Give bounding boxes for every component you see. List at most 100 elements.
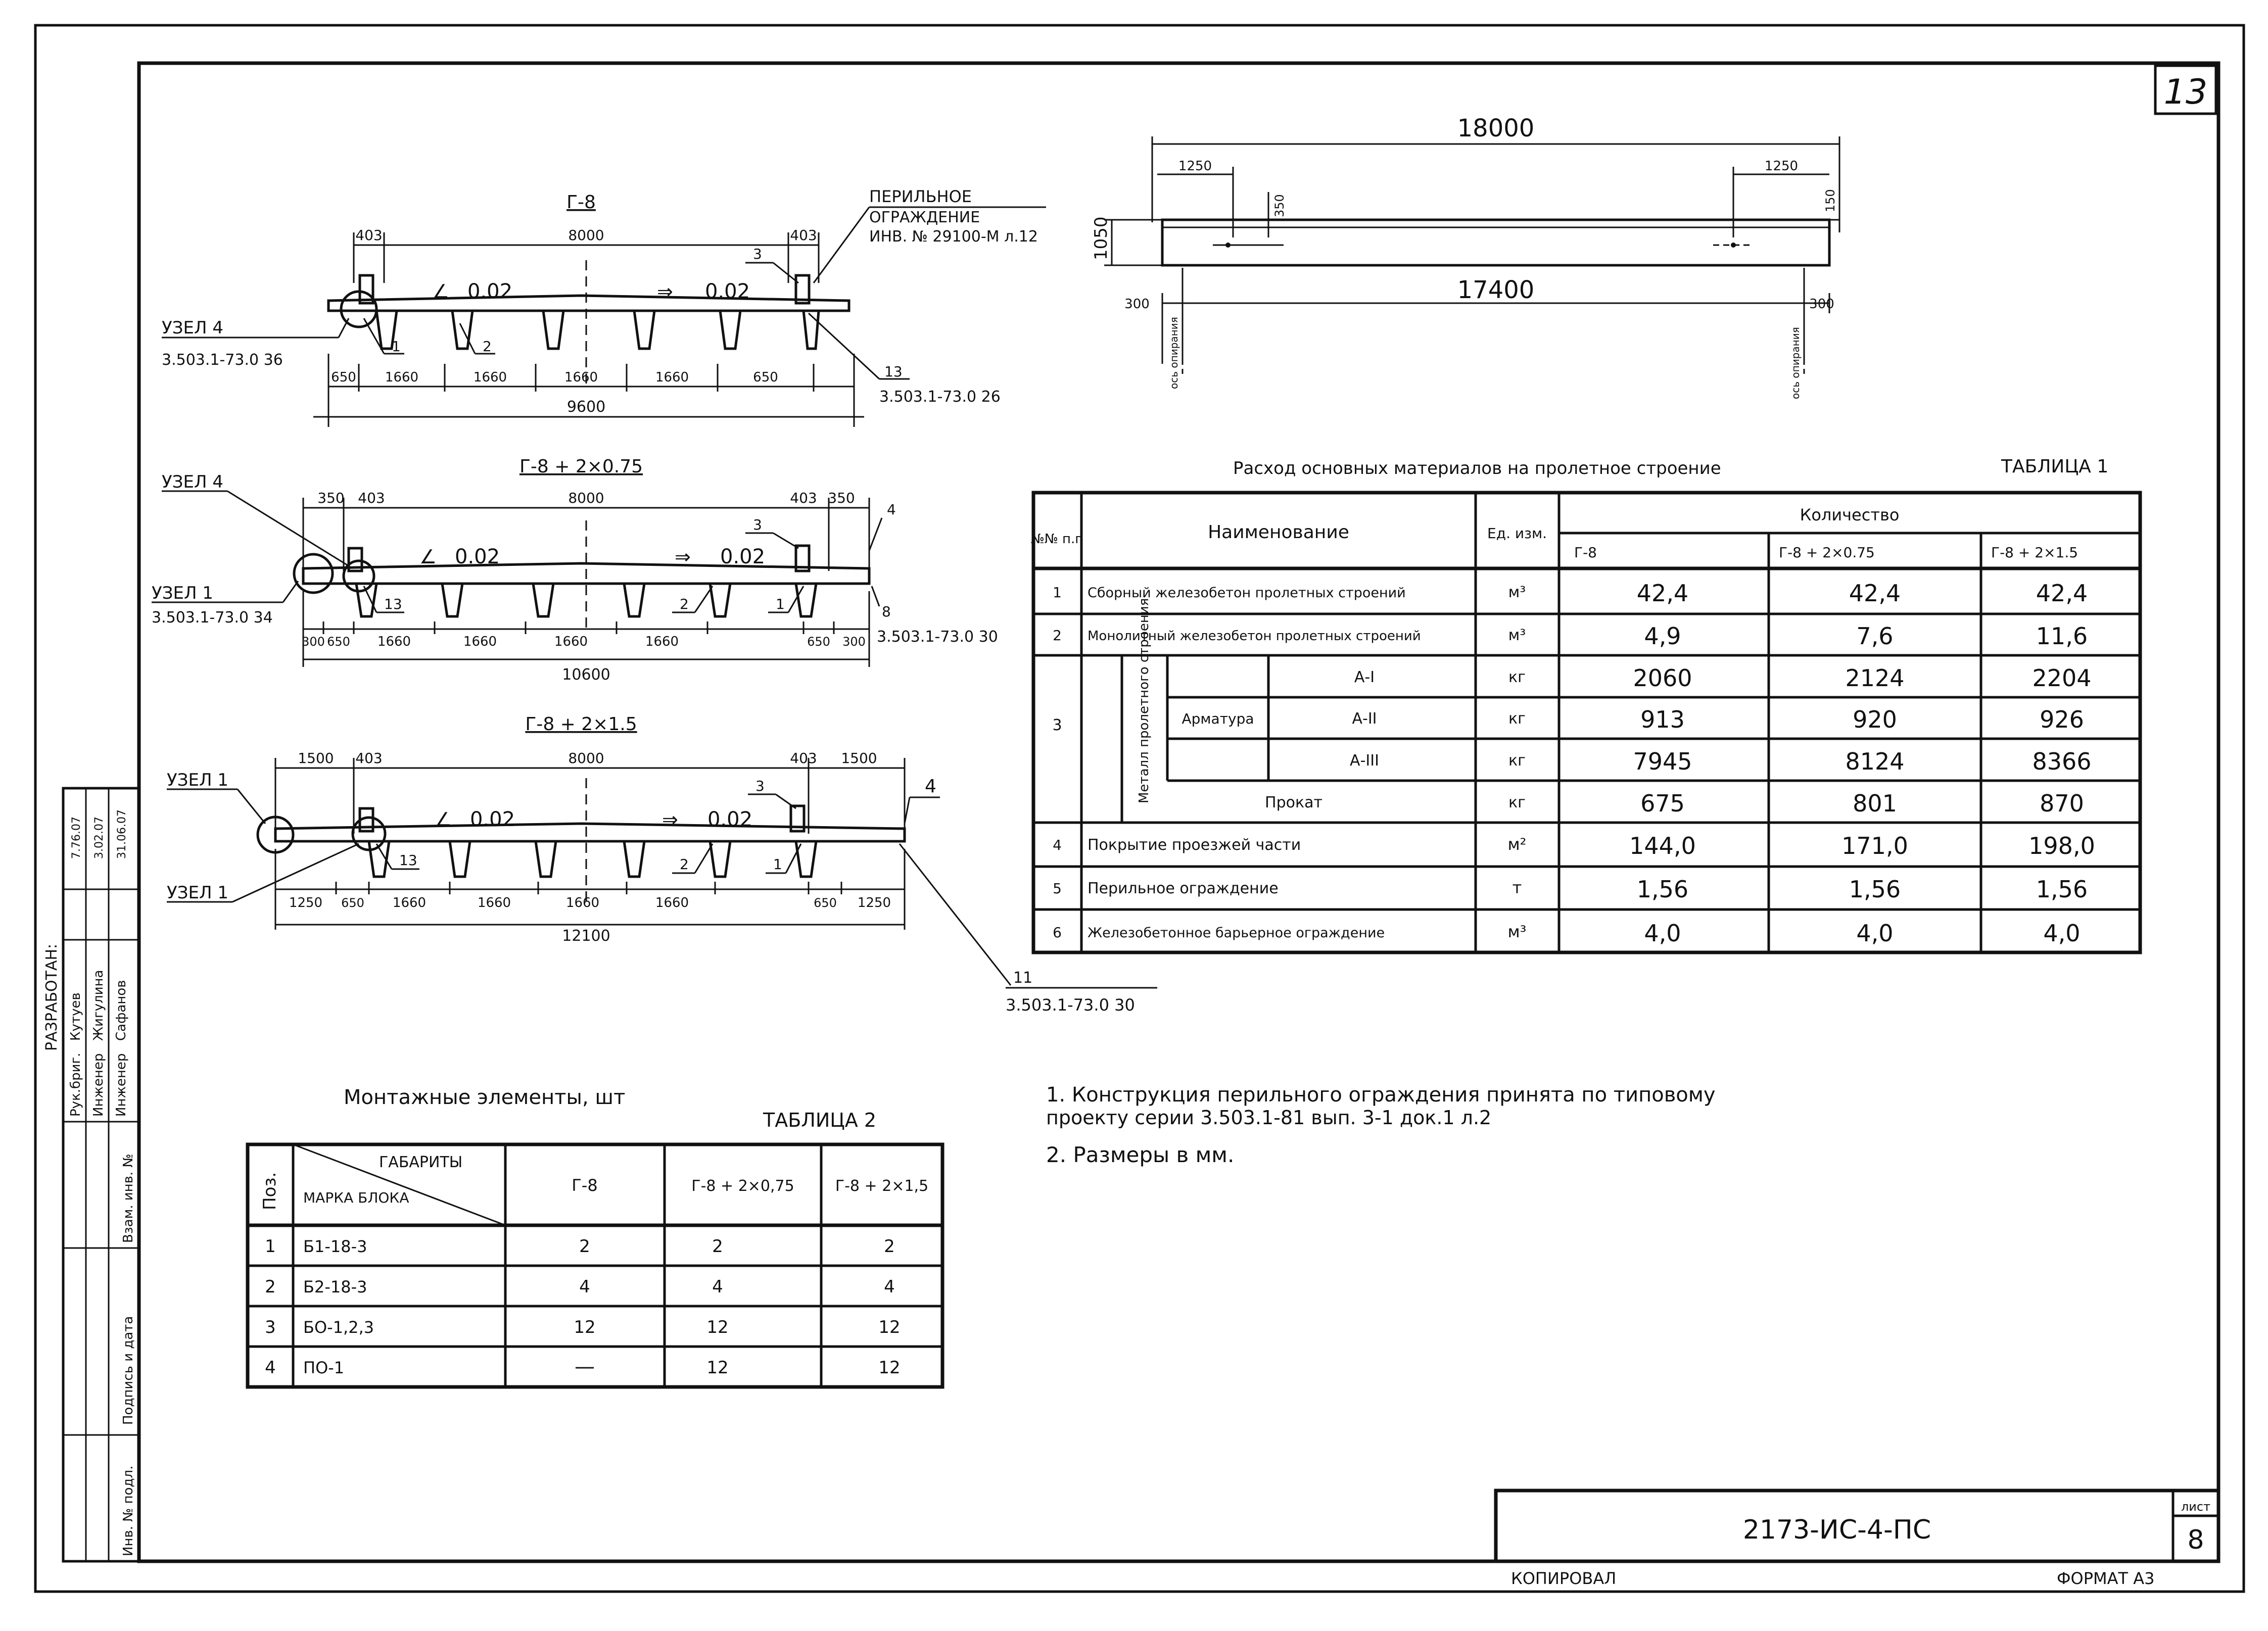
g8-15-callout-2: 2: [680, 856, 689, 873]
section-g8-title: Г-8: [566, 192, 596, 213]
table1-r9-n: 6: [1053, 924, 1062, 941]
table2-r4-v1: —: [575, 1355, 595, 1378]
g8-075-callout-1: 1: [776, 596, 785, 612]
g8-075-slope-right-sign: ⇒: [675, 546, 691, 568]
g8-node-ref: 3.503.1-73.0 36: [162, 351, 283, 369]
table1-r7-n: 4: [1053, 837, 1062, 853]
table1-r2-v3: 11,6: [2036, 622, 2088, 650]
table1-r5-v2: 8124: [1845, 748, 1904, 775]
g8-075-bottom-dim-5: 1660: [554, 634, 588, 649]
table2-r1-v2: 2: [712, 1236, 723, 1257]
g8-slope-right: 0.02: [705, 280, 750, 303]
table1-r5-name: А-III: [1350, 752, 1379, 770]
g8-15-callout-3: 3: [755, 778, 765, 794]
g8-15-top-dim-1: 1500: [298, 750, 334, 766]
table2-r3-v3: 12: [878, 1317, 900, 1337]
table1-r3-unit: кг: [1508, 668, 1526, 686]
elevation-total-length: 18000: [1457, 114, 1535, 142]
table1-h-col3: Г-8 + 2×1.5: [1991, 544, 2078, 561]
table1-r3-v1: 2060: [1633, 664, 1692, 692]
section-g8: Г-8 403 8000 403 ∠ 0.02 ⇒ 0.02 3 1: [162, 187, 1046, 427]
g8-075-slope-right: 0.02: [720, 545, 765, 568]
g8-075-right-ref: 3.503.1-73.0 30: [877, 628, 998, 646]
table2-r4-mark: ПО-1: [303, 1358, 344, 1377]
g8-15-total: 12100: [562, 927, 610, 945]
g8-bottom-dim-5: 1660: [655, 370, 689, 385]
table2-h-gabarity: ГАБАРИТЫ: [379, 1154, 462, 1171]
table1-r6-v3: 870: [2040, 790, 2084, 817]
g8-15-top-dim-2: 403: [355, 750, 382, 766]
table2-r2-v2: 4: [712, 1277, 723, 1297]
g8-075-top-dim-2: 403: [358, 490, 385, 506]
table1-r1-name: Сборный железобетон пролетных строений: [1088, 585, 1406, 601]
g8-bottom-dim-2: 1660: [385, 370, 418, 385]
table1-h-col1: Г-8: [1574, 544, 1597, 561]
elevation-right-support: 300: [1809, 297, 1834, 312]
g8-15-slope-right-sign: ⇒: [662, 808, 678, 831]
g8-top-dim-2: 8000: [568, 227, 604, 244]
table2-r3-v1: 12: [574, 1317, 595, 1337]
g8-15-slope-left-sign: ∠: [435, 808, 452, 831]
stamp-role-2: Инженер: [91, 1053, 106, 1117]
g8-bottom-dim-3: 1660: [474, 370, 507, 385]
elevation-left-offset: 1250: [1178, 159, 1212, 174]
table1-r8-n: 5: [1053, 880, 1062, 897]
g8-slope-left-sign: ∠: [432, 280, 449, 303]
g8-075-bottom-dim-6: 1660: [645, 634, 679, 649]
table1-title: Расход основных материалов на пролетное …: [1233, 458, 1721, 478]
sheet-outer-border: [34, 24, 2245, 1593]
g8-railing-note-3: ИНВ. № 29100-М л.12: [869, 228, 1038, 246]
table2: Монтажные элементы, шт ТАБЛИЦА 2 Поз. ГА…: [246, 1086, 944, 1389]
side-stamp: РАЗРАБОТАН: Рук.бриг. Кутуев Инженер Жиг…: [43, 787, 140, 1563]
table1-r8-v2: 1,56: [1849, 876, 1901, 903]
g8-bottom-dim-6: 650: [753, 370, 778, 385]
g8-15-slope-left: 0.02: [470, 808, 515, 831]
table1-r9-v3: 4,0: [2043, 920, 2080, 947]
table2-r3-mark: БО-1,2,3: [303, 1318, 374, 1337]
table2-r1-mark: Б1-18-3: [303, 1237, 367, 1256]
table1-r2-name: Монолитный железобетон пролетных строени…: [1088, 629, 1421, 644]
stamp-role-3: Инженер: [114, 1053, 129, 1117]
table1-r1-v1: 42,4: [1637, 580, 1688, 607]
g8-075-bottom-dim-3: 1660: [377, 634, 411, 649]
table1-r6-v1: 675: [1640, 790, 1685, 817]
g8-15-top-dim-3: 8000: [568, 750, 604, 766]
g8-15-bottom-dim-4: 1660: [478, 895, 511, 910]
g8-075-total: 10600: [562, 666, 610, 684]
stamp-date-2: 3.02.07: [93, 817, 106, 859]
table1-r1-n: 1: [1053, 584, 1062, 601]
table1-r4-v3: 926: [2040, 706, 2084, 733]
elevation-rail-dim: 150: [1823, 189, 1837, 212]
page-number: 13: [2164, 72, 2208, 112]
elevation-axis-right: ось опирания: [1789, 327, 1802, 399]
table1-metal-group: Металл пролетного строения: [1137, 598, 1152, 803]
g8-075-bottom-dim-4: 1660: [463, 634, 497, 649]
g8-075-top-dim-5: 350: [828, 490, 855, 506]
g8-15-callout-11: 11: [1013, 969, 1032, 987]
table2-r1-v3: 2: [884, 1236, 895, 1257]
table1-r5-unit: кг: [1508, 752, 1526, 770]
table1-r9-unit: м³: [1508, 922, 1527, 941]
g8-075-top-dim-3: 8000: [568, 490, 604, 506]
g8-075-node1-ref: 3.503.1-73.0 34: [152, 609, 273, 627]
g8-15-top-dim-5: 1500: [841, 750, 877, 766]
page-number-box: 13: [2154, 64, 2217, 115]
table1-r3-v2: 2124: [1845, 664, 1904, 692]
table2-h-col1: Г-8: [572, 1176, 597, 1195]
table1-r3-name: А-I: [1354, 668, 1375, 686]
stamp-field-replace: Взам. инв. №: [121, 1154, 136, 1243]
g8-callout-1: 1: [392, 338, 401, 355]
g8-15-node1b-label: УЗЕЛ 1: [167, 883, 228, 903]
elevation-height: 1050: [1091, 216, 1111, 260]
table1-r4-unit: кг: [1508, 710, 1526, 728]
table1-r2-unit: м³: [1508, 627, 1526, 644]
stamp-field-inv: Инв. № подл.: [121, 1466, 136, 1556]
elevation-right-offset: 1250: [1765, 159, 1798, 174]
table1-r1-v3: 42,4: [2036, 580, 2088, 607]
g8-15-top-dim-4: 403: [790, 750, 817, 766]
section-g8-15: Г-8 + 2×1.5 1500 403 8000 403 1500 ∠ 0.0…: [167, 714, 1157, 1015]
g8-15-bottom-ref: 3.503.1-73.0 30: [1006, 995, 1135, 1015]
table1-r1-v2: 42,4: [1849, 580, 1901, 607]
table2-h-col3: Г-8 + 2×1,5: [835, 1177, 928, 1195]
table1-r5-v3: 8366: [2032, 748, 2091, 775]
